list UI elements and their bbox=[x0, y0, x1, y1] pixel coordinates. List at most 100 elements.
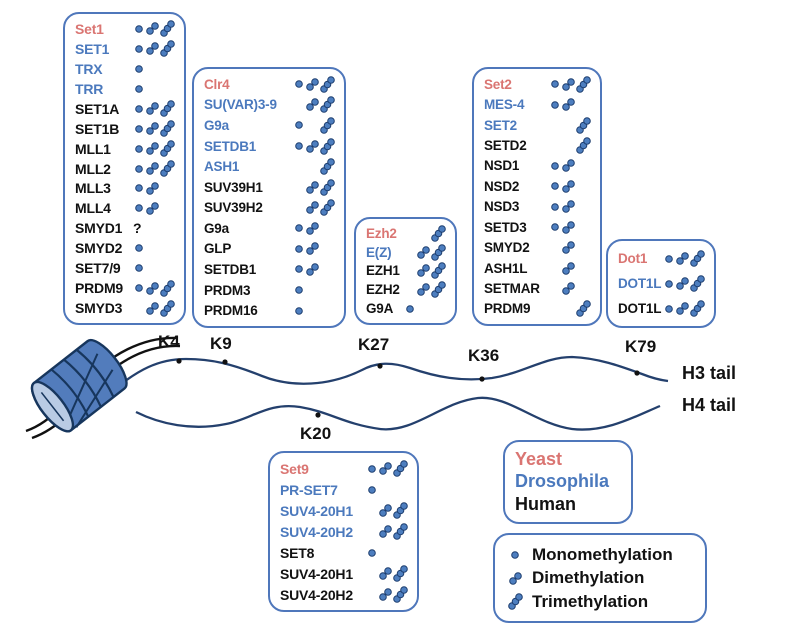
h3-tail-curve bbox=[111, 355, 669, 392]
methylation-marks bbox=[549, 180, 592, 193]
dna-linker-top bbox=[113, 336, 181, 365]
trimethylation-icon bbox=[393, 502, 409, 519]
enzyme-name: G9a bbox=[204, 220, 229, 236]
dimethylation-icon bbox=[561, 220, 575, 234]
enzyme-name: SETMAR bbox=[484, 280, 540, 296]
enzyme-row: SUV4-20H1 bbox=[280, 563, 409, 584]
enzyme-name: SETD2 bbox=[484, 137, 527, 153]
dimethylation-icon bbox=[505, 571, 525, 585]
trimethylation-icon bbox=[576, 75, 592, 93]
enzyme-row: NSD1 bbox=[484, 156, 592, 176]
organism-legend: Yeast Drosophila Human bbox=[503, 440, 633, 524]
methylation-marks bbox=[549, 200, 592, 214]
mono-slot bbox=[550, 79, 560, 89]
trimethylation-icon bbox=[431, 243, 447, 261]
enzyme-row: E(Z) bbox=[366, 243, 447, 262]
tri-slot bbox=[320, 75, 336, 93]
methylation-marks bbox=[133, 279, 176, 297]
methylation-marks bbox=[366, 460, 409, 477]
trimethylation-icon bbox=[431, 281, 447, 299]
mono-slot bbox=[367, 485, 377, 495]
trimethylation-icon bbox=[690, 250, 706, 267]
di-slot bbox=[145, 22, 159, 36]
mono-slot bbox=[367, 548, 377, 558]
monomethylation-icon bbox=[665, 254, 674, 263]
methylation-legend: Monomethylation Dimethylation Trimethyla… bbox=[493, 533, 707, 623]
trimethylation-icon bbox=[160, 160, 176, 177]
tri-slot bbox=[576, 116, 592, 134]
enzyme-name: Ezh2 bbox=[366, 225, 397, 241]
monomethylation-icon bbox=[295, 245, 304, 253]
enzyme-name: G9a bbox=[204, 117, 229, 133]
enzyme-row: GLP bbox=[204, 239, 336, 260]
dimethylation-icon bbox=[305, 263, 319, 276]
k36-dot bbox=[479, 376, 485, 382]
enzyme-row: DOT1L bbox=[618, 271, 706, 296]
monomethylation-icon bbox=[551, 182, 560, 191]
enzyme-row: Set2 bbox=[484, 74, 592, 94]
mono-slot bbox=[294, 285, 304, 295]
enzyme-row: SMYD2 bbox=[75, 238, 176, 258]
monomethylation-icon bbox=[135, 25, 144, 33]
enzyme-name: Set2 bbox=[484, 76, 512, 92]
enzyme-name: DOT1L bbox=[618, 276, 662, 291]
tri-slot bbox=[160, 20, 176, 38]
monomethylation-icon bbox=[135, 264, 144, 273]
enzyme-name: SUV4-20H1 bbox=[280, 565, 353, 582]
dimethylation-icon bbox=[145, 22, 159, 36]
di-slot bbox=[561, 220, 575, 234]
tri-slot bbox=[690, 275, 706, 292]
dimethylation-icon bbox=[561, 282, 575, 295]
di-slot bbox=[561, 200, 575, 214]
enzyme-row: ASH1L bbox=[484, 258, 592, 278]
dimethylation-icon bbox=[378, 588, 392, 601]
mono-slot bbox=[294, 264, 304, 274]
enzyme-name: MLL1 bbox=[75, 140, 111, 157]
mono-slot bbox=[134, 84, 144, 94]
enzyme-row: PRDM16 bbox=[204, 300, 336, 321]
trimethylation-icon bbox=[393, 523, 409, 540]
tri-slot bbox=[160, 299, 176, 317]
dimethylation-icon bbox=[561, 241, 575, 254]
methylation-marks bbox=[549, 159, 592, 173]
enzyme-name: MLL4 bbox=[75, 200, 111, 217]
enzyme-row: SET2 bbox=[484, 115, 592, 135]
methylation-marks bbox=[366, 586, 409, 603]
methylation-marks bbox=[293, 137, 336, 155]
enzyme-name: SMYD2 bbox=[484, 240, 530, 256]
dimethylation-icon bbox=[561, 200, 575, 214]
enzyme-row: SETD2 bbox=[484, 135, 592, 155]
enzyme-name: SUV39H2 bbox=[204, 200, 263, 216]
enzyme-name: Dot1 bbox=[618, 251, 648, 266]
dimethylation-label: Dimethylation bbox=[532, 568, 645, 587]
monomethylation-icon bbox=[551, 80, 560, 89]
enzyme-name: SETD3 bbox=[484, 219, 527, 235]
enzyme-row: Set9 bbox=[280, 458, 409, 479]
methylation-marks bbox=[549, 300, 592, 318]
methylation-marks bbox=[366, 523, 409, 540]
methylation-marks bbox=[404, 243, 447, 261]
dimethylation-icon bbox=[561, 180, 575, 193]
monomethylation-icon bbox=[295, 121, 304, 130]
monomethylation-icon bbox=[135, 184, 144, 193]
monomethylation-icon bbox=[295, 224, 304, 233]
enzyme-name: SMYD1 bbox=[75, 220, 123, 237]
trimethylation-icon bbox=[320, 137, 336, 155]
methylation-marks bbox=[366, 565, 409, 582]
enzyme-name: DOT1L bbox=[618, 301, 662, 316]
di-slot bbox=[416, 283, 430, 297]
enzyme-row: MLL4 bbox=[75, 198, 176, 218]
enzyme-name: SET2 bbox=[484, 117, 517, 133]
mono-slot bbox=[405, 304, 415, 314]
di-slot bbox=[561, 77, 575, 91]
enzyme-name: SET8 bbox=[280, 544, 315, 561]
dimethylation-icon bbox=[416, 283, 430, 297]
di-slot bbox=[145, 202, 159, 215]
di-slot bbox=[378, 567, 392, 580]
k27-dot bbox=[377, 363, 383, 369]
monomethylation-icon bbox=[551, 202, 560, 211]
enzyme-row: NSD3 bbox=[484, 197, 592, 217]
methylation-marks bbox=[133, 299, 176, 317]
dimethylation-icon bbox=[378, 462, 392, 475]
